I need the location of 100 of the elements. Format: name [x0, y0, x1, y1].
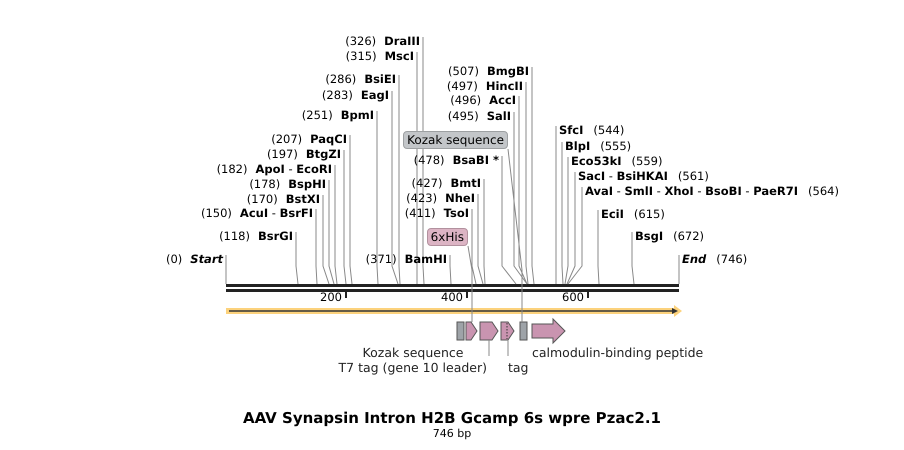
enzyme-name: EagI — [360, 88, 389, 103]
site-position: (544) — [593, 123, 624, 138]
site-position: (497) — [446, 79, 478, 94]
dna-backbone — [226, 284, 679, 292]
leader-line — [598, 210, 600, 284]
site-position: (207) — [271, 132, 302, 147]
site-position: (561) — [678, 169, 709, 184]
enzyme-name: BlpI — [565, 139, 590, 154]
site-position: (197) — [266, 147, 298, 162]
enzyme-name: AvaI - SmlI - XhoI - BsoBI - PaeR7I — [585, 184, 798, 199]
site-position: (559) — [632, 154, 662, 169]
enzyme-name: MscI — [384, 49, 414, 64]
site-position: (495) — [448, 109, 479, 124]
leader-line — [564, 156, 568, 284]
feature-label: Kozak sequence — [403, 131, 508, 149]
leader-line — [416, 52, 418, 284]
feature-label: tag — [508, 360, 528, 375]
enzyme-name: AcuI - BsrFI — [240, 206, 313, 221]
leader-line — [526, 82, 528, 284]
leader-line — [514, 112, 528, 284]
enzyme-name: BamHI — [404, 252, 447, 267]
leader-line — [484, 178, 486, 284]
enzyme-name: BtgZI — [306, 147, 341, 162]
site-position: (615) — [634, 207, 665, 222]
site-position: (182) — [216, 162, 248, 177]
enzyme-name: EciI — [601, 207, 624, 222]
leader-line — [344, 150, 346, 284]
enzyme-name: BsgI — [635, 229, 664, 244]
gene-feature-segment — [500, 322, 515, 340]
leader-line — [350, 134, 352, 284]
gene-feature-segment — [480, 322, 499, 340]
enzyme-name: NheI — [445, 191, 475, 206]
site-position: (371) — [366, 252, 397, 267]
site-position: (427) — [412, 176, 442, 191]
feature-label: calmodulin-binding peptide — [532, 345, 704, 360]
site-position: (170) — [246, 192, 278, 207]
leader-line — [296, 232, 298, 284]
site-position: (118) — [219, 229, 250, 244]
feature-label: 6xHis — [426, 228, 468, 246]
sequence-end-label: Start — [190, 252, 223, 267]
leader-line — [532, 66, 534, 284]
leader-line — [502, 156, 516, 284]
scale-label: 200 — [320, 291, 342, 304]
site-position: (478) — [414, 153, 445, 168]
leader-line — [376, 110, 378, 284]
leader-line — [562, 142, 564, 284]
site-position: (423) — [406, 191, 438, 206]
scale-label: 400 — [441, 291, 463, 304]
leader-line — [316, 208, 318, 284]
leader-line — [328, 180, 334, 284]
enzyme-name: ApoI - EcoRI — [256, 162, 332, 177]
leader-line — [632, 232, 634, 284]
site-position: (150) — [200, 206, 232, 221]
leader-line — [334, 164, 338, 284]
site-position: (564) — [808, 184, 839, 199]
enzyme-name: BsrGI — [258, 229, 293, 244]
site-position: (507) — [448, 64, 479, 79]
site-position: (326) — [345, 34, 376, 49]
leader-line — [478, 194, 484, 284]
enzyme-name: Eco53kI — [571, 154, 622, 169]
gene-feature-segment — [466, 322, 478, 340]
leader-line — [568, 186, 582, 284]
enzyme-name: SfcI — [559, 123, 584, 138]
site-position: (0) — [166, 252, 182, 267]
enzyme-name: HincII — [486, 79, 523, 94]
leader-line — [468, 246, 472, 322]
map-title: AAV Synapsin Intron H2B Gcamp 6s wpre Pzac2.1 — [242, 409, 662, 427]
leader-line — [450, 254, 452, 284]
enzyme-name: BstXI — [286, 192, 320, 207]
enzyme-name: BmgBI — [486, 64, 529, 79]
enzyme-name: DraIII — [384, 34, 420, 49]
feature-box — [520, 322, 528, 340]
leader-line — [566, 172, 576, 284]
leader-line — [472, 208, 476, 284]
leader-line — [392, 90, 398, 284]
enzyme-name: BspHI — [288, 177, 326, 192]
enzyme-name: TsoI — [444, 206, 469, 221]
site-position: (555) — [600, 139, 632, 154]
feature-box — [456, 322, 464, 340]
enzyme-name: SalI — [486, 109, 511, 124]
site-position: (496) — [450, 93, 482, 108]
site-position: (411) — [404, 206, 436, 221]
scale-label: 600 — [562, 291, 584, 304]
site-position: (746) — [716, 252, 748, 267]
gene-feature-segment — [532, 318, 566, 344]
enzyme-name: BpmI — [340, 108, 374, 123]
sequence-length: 746 bp — [432, 427, 472, 440]
enzyme-name: BmtI — [450, 176, 481, 191]
site-position: (286) — [325, 72, 356, 87]
enzyme-name: SacI - BsiHKAI — [578, 169, 668, 184]
enzyme-name: BsiEI — [364, 72, 396, 87]
site-position: (251) — [302, 108, 333, 123]
leader-line — [518, 96, 528, 284]
leader-line — [398, 74, 400, 284]
site-position: (672) — [673, 229, 704, 244]
leader-line — [678, 254, 680, 284]
site-position: (283) — [322, 88, 353, 103]
sequence-end-label: End — [682, 252, 706, 267]
feature-label: T7 tag (gene 10 leader) — [338, 360, 487, 375]
leader-line — [508, 148, 522, 322]
